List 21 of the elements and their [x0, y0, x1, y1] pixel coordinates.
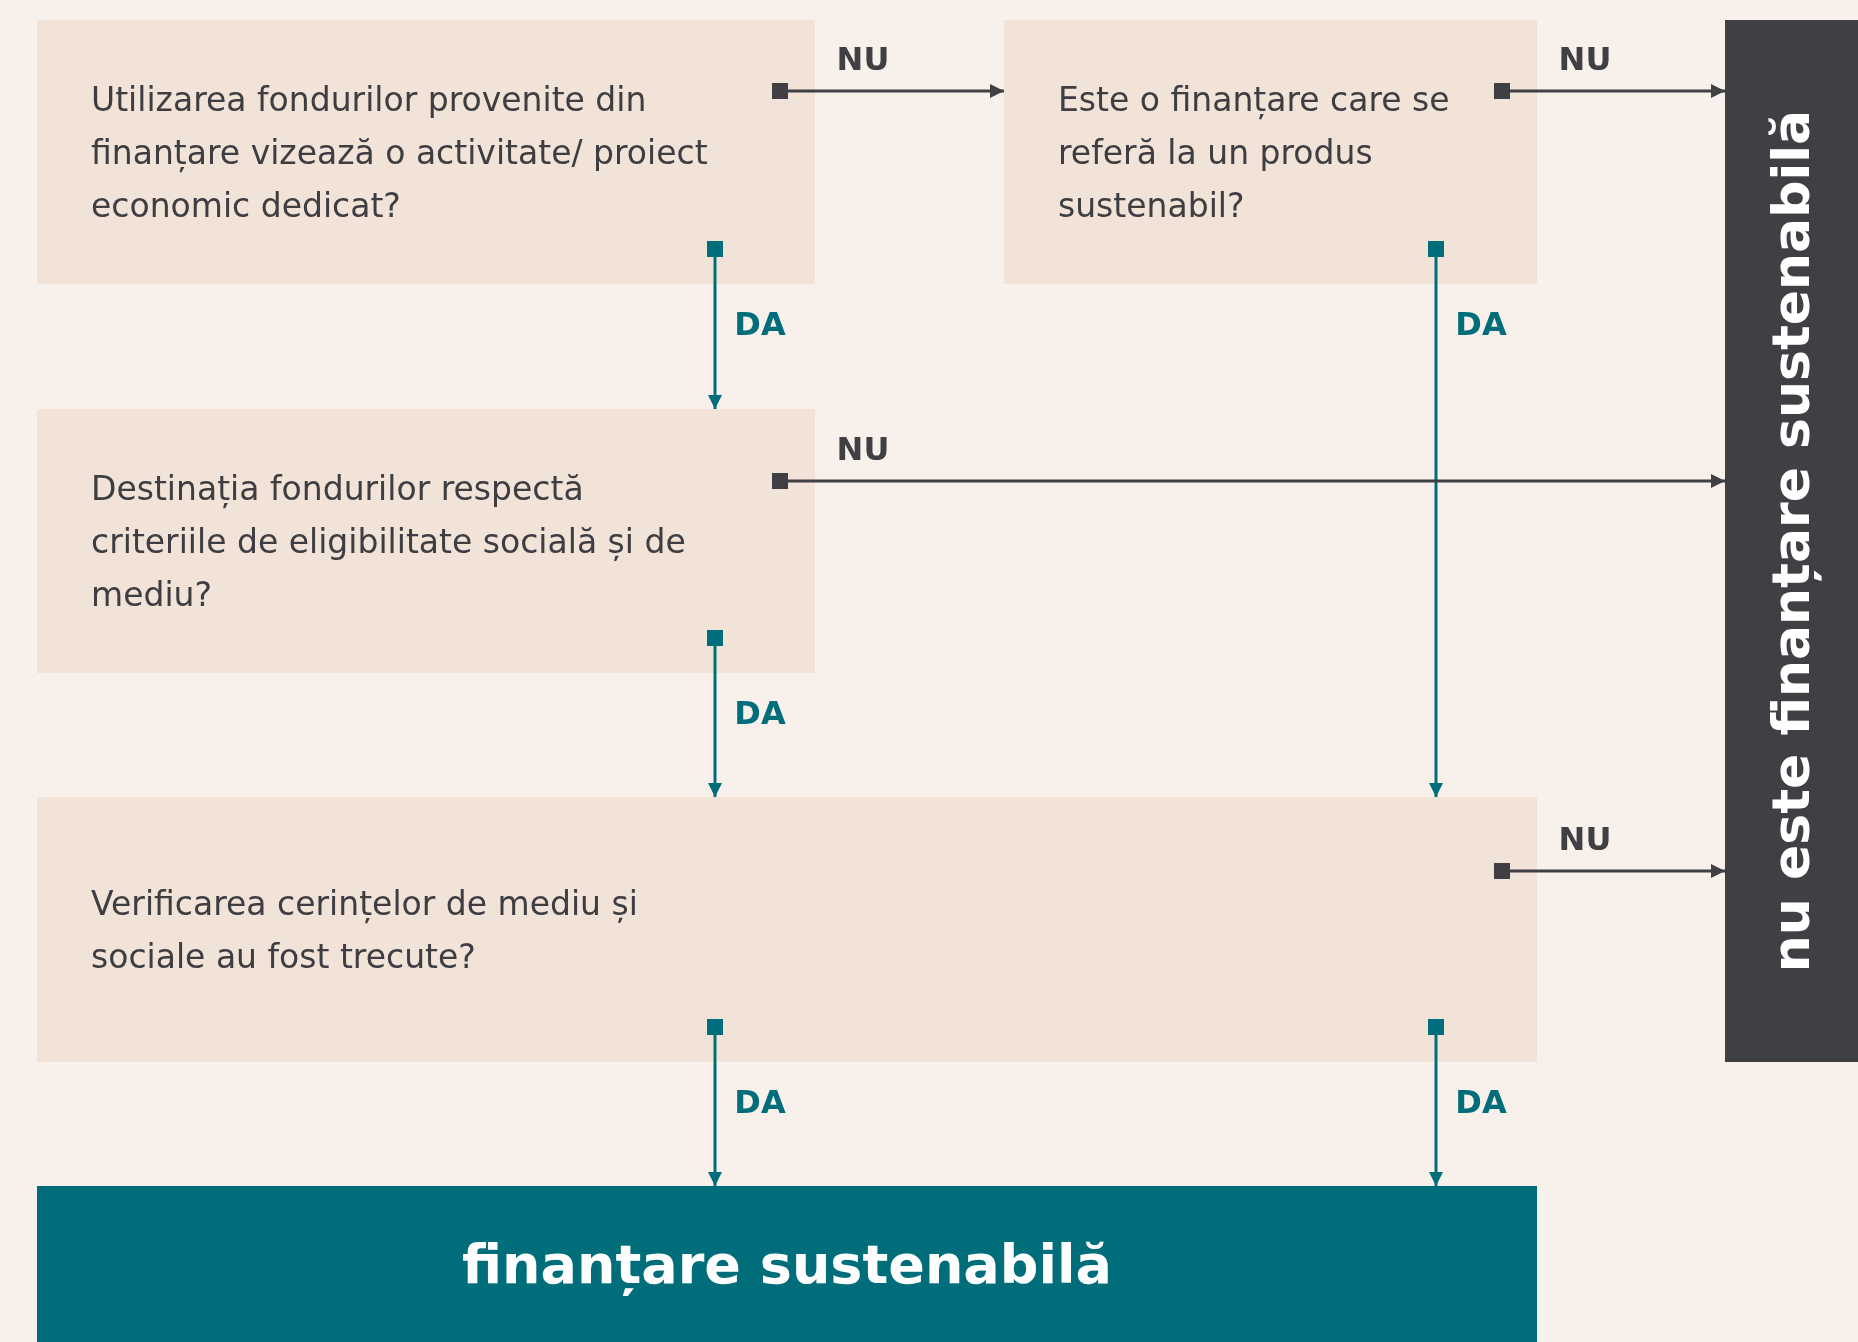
question-box [37, 20, 815, 284]
arrow [772, 473, 1725, 489]
box-text: Utilizarea fondurilor provenite din finanțare vizează o activitate/ proiect economic dedicat? [91, 78, 709, 227]
result-box [37, 1186, 1537, 1342]
question-box [37, 797, 1537, 1062]
question-box [1004, 20, 1537, 284]
arrow [1494, 83, 1725, 99]
box-text: Verificarea cerințelor de mediu și sociale au fost trecute? [91, 882, 639, 978]
arrow [1428, 1019, 1444, 1186]
arrow [1428, 241, 1444, 797]
arrow [707, 630, 723, 797]
arrow [772, 83, 1004, 99]
box-text: nu este finanțare sustenabilă [1761, 109, 1822, 973]
box-text: Destinația fondurilor respectă criteriile de eligibilitate socială și de mediu? [91, 467, 687, 616]
arrow [1494, 863, 1725, 879]
result-bar [1725, 20, 1858, 1062]
arrow [707, 241, 723, 409]
question-box [37, 409, 815, 673]
arrow [707, 1019, 723, 1186]
box-text: Este o finanțare care se referă la un produs sustenabil? [1058, 78, 1451, 227]
box-text: finanțare sustenabilă [462, 1232, 1112, 1296]
